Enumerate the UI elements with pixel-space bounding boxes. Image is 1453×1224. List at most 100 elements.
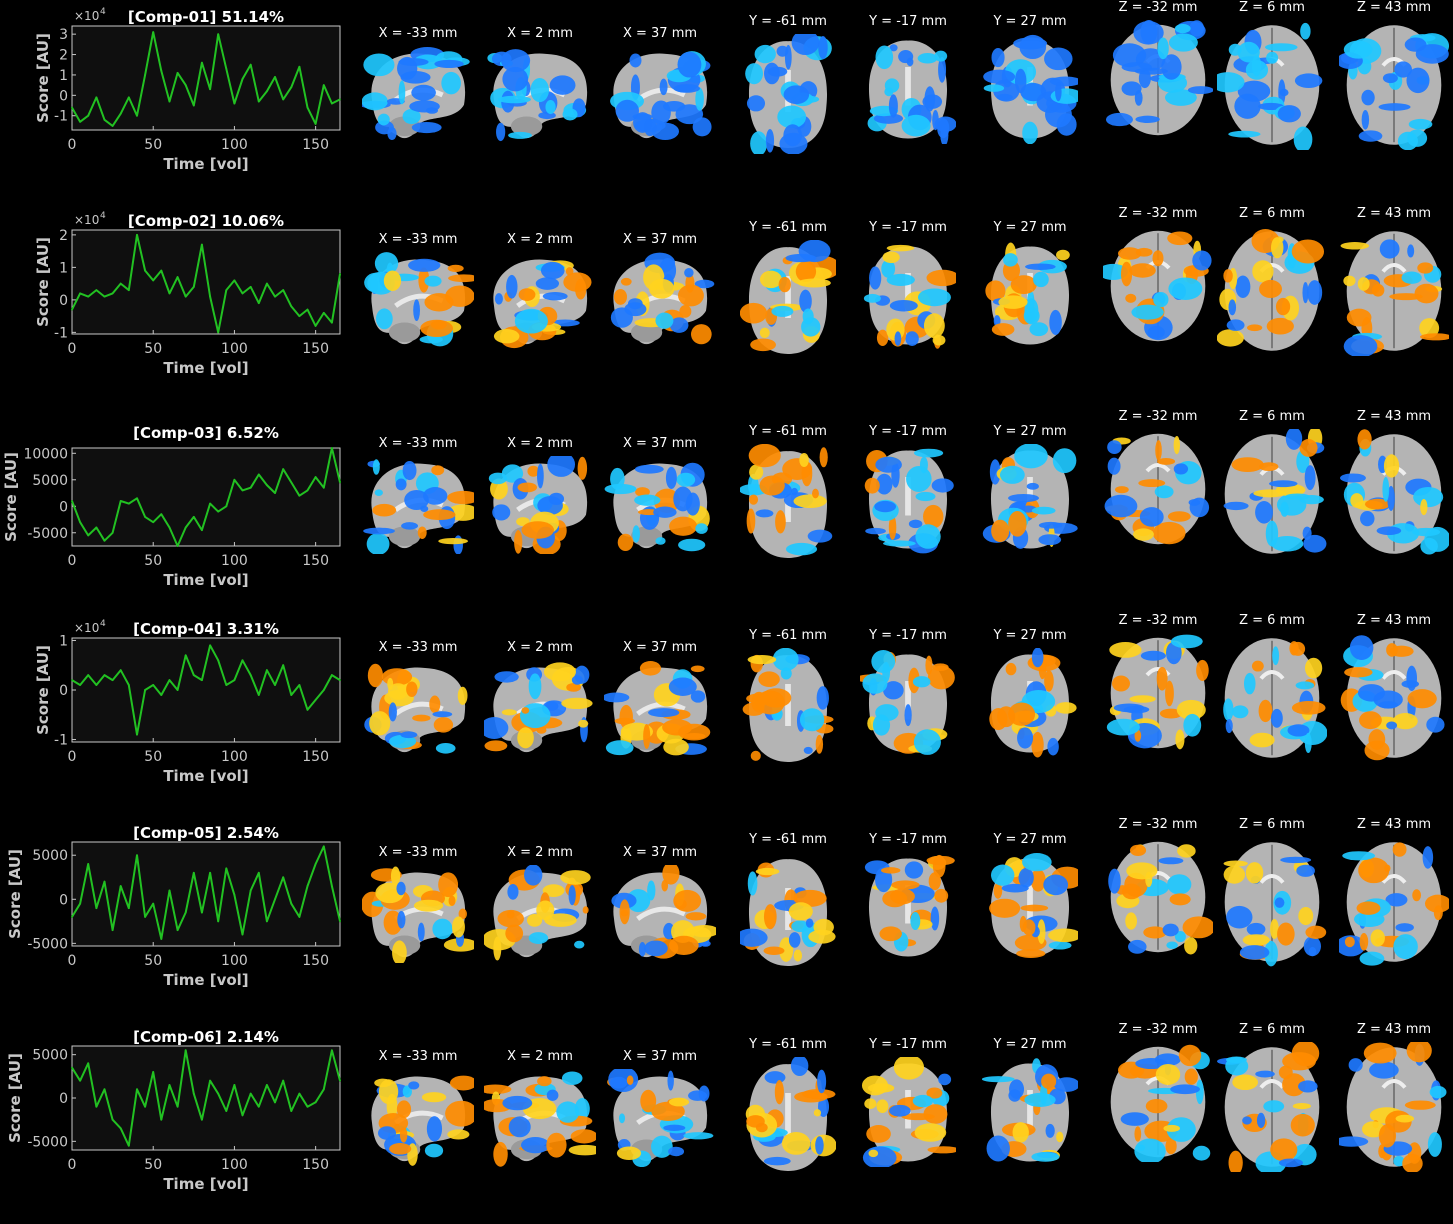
data-point [103, 674, 106, 677]
data-point [241, 659, 244, 662]
brain-slice: Z = 6 mm [1212, 0, 1332, 160]
data-point [314, 476, 317, 479]
brain-slice: Z = -32 mm [1098, 817, 1218, 977]
data-point [192, 674, 195, 677]
slice-image [863, 244, 956, 349]
activation-overlay [607, 1069, 714, 1167]
data-point [298, 65, 301, 68]
data-point [217, 33, 220, 36]
data-point [95, 907, 98, 910]
brain-slice: Z = -32 mm [1098, 0, 1218, 160]
activation-overlay [610, 252, 715, 345]
activation-overlay [484, 1071, 596, 1167]
data-point [322, 486, 325, 489]
slice-coordinate-label: Z = 43 mm [1356, 409, 1432, 424]
slice-coordinate-label: Z = 43 mm [1356, 613, 1432, 628]
data-point [306, 489, 309, 492]
brain-slice: Y = 27 mm [970, 424, 1090, 584]
slice-image [362, 866, 474, 963]
data-point [282, 289, 285, 292]
slice-image [1340, 635, 1445, 761]
slice-coordinate-label: Z = 43 mm [1356, 1022, 1432, 1037]
activation-overlay [1217, 22, 1323, 150]
data-point [249, 486, 252, 489]
slice-image [1223, 429, 1327, 554]
data-point [330, 321, 333, 324]
data-point [209, 644, 211, 647]
data-point [298, 1092, 301, 1095]
data-point [233, 102, 236, 105]
activation-overlay [1103, 231, 1212, 341]
plot-area [71, 229, 341, 335]
data-point [241, 1114, 244, 1117]
activation-overlay [1223, 429, 1327, 553]
data-point [322, 84, 325, 87]
brain-slice: Y = 27 mm [970, 14, 1090, 174]
brain-slice: Z = 43 mm [1334, 817, 1453, 977]
slice-image [985, 242, 1070, 345]
x-tick-label: 0 [68, 341, 77, 357]
data-point [257, 694, 260, 696]
x-tick-label: 50 [144, 749, 162, 765]
slice-coordinate-label: X = 2 mm [507, 26, 573, 41]
data-point [144, 515, 146, 518]
slice-image [1217, 229, 1325, 351]
activation-overlay [362, 866, 474, 963]
data-point [95, 289, 98, 292]
data-point [266, 669, 268, 672]
slice-image [861, 1057, 956, 1167]
activation-overlay [1105, 20, 1213, 127]
data-point [249, 63, 252, 66]
data-point [225, 867, 228, 870]
data-point [127, 502, 130, 505]
data-point [274, 76, 276, 78]
data-point [290, 86, 293, 89]
x-tick-label: 150 [302, 749, 329, 765]
data-point [87, 1062, 90, 1065]
y-tick-label: -5000 [27, 526, 68, 542]
x-tick-label: 100 [221, 953, 248, 969]
activation-overlay [1217, 1042, 1320, 1172]
activation-overlay [493, 260, 592, 349]
slice-image [864, 448, 954, 554]
data-point [339, 272, 341, 275]
data-point [201, 529, 203, 532]
data-point [95, 684, 98, 686]
slice-image [982, 1058, 1078, 1162]
slice-image [1106, 634, 1209, 750]
data-point [144, 689, 146, 691]
slice-coordinate-label: X = 37 mm [622, 232, 698, 247]
activation-overlay [487, 49, 587, 142]
plot-area [71, 447, 341, 547]
data-point [111, 292, 114, 295]
data-point [249, 1092, 252, 1095]
y-tick-label: -5000 [27, 1134, 68, 1150]
brain-slice: X = 37 mm [600, 640, 720, 800]
data-point [290, 305, 293, 308]
data-point [103, 295, 106, 298]
data-point [71, 1066, 73, 1069]
data-point [249, 285, 252, 288]
data-point [184, 911, 187, 914]
exponent-power: 4 [100, 619, 106, 629]
slice-coordinate-label: Y = 27 mm [993, 832, 1067, 847]
data-point [217, 920, 220, 923]
data-point [282, 98, 285, 101]
activation-overlay [989, 648, 1077, 758]
x-tick-label: 0 [68, 553, 77, 569]
data-point [95, 96, 98, 99]
brain-slice: X = 2 mm [480, 845, 600, 1005]
data-point [339, 920, 341, 923]
slice-image [740, 444, 833, 558]
slice-image [1217, 1042, 1320, 1172]
data-point [192, 871, 195, 874]
activation-overlay [484, 662, 593, 752]
brain-slice: Z = -32 mm [1098, 206, 1218, 366]
activation-overlay [611, 865, 716, 959]
activation-overlay [1339, 842, 1449, 966]
data-point [160, 69, 163, 72]
brain-slice: X = 2 mm [480, 26, 600, 186]
slice-coordinate-label: Z = 6 mm [1239, 613, 1305, 628]
data-point [322, 689, 325, 691]
